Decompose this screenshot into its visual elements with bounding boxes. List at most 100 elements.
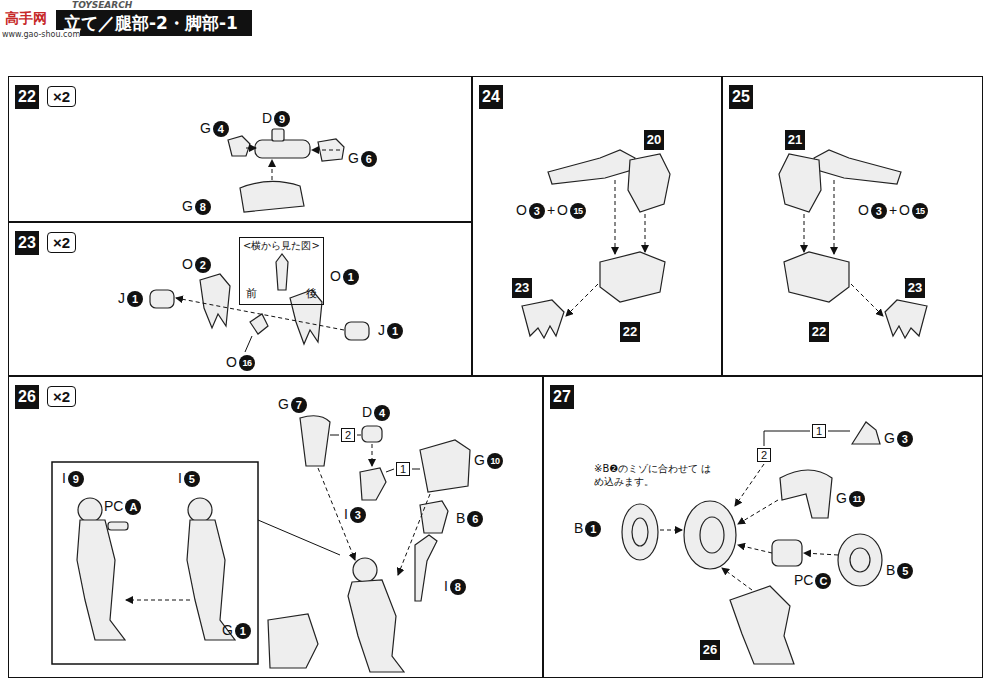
part-letter: PC: [104, 498, 123, 514]
drawing-stroke: [398, 494, 430, 575]
drawing-stroke: [738, 545, 772, 553]
watermark-url: www.gao-shou.com: [2, 30, 80, 40]
part-number: 4: [213, 121, 229, 137]
part-letter: I: [344, 506, 348, 522]
drawing-stroke: [779, 150, 927, 338]
drawing-stroke: [735, 464, 764, 506]
drawing-stroke: [150, 290, 174, 308]
watermark-logo: 高手网: [3, 10, 49, 27]
repeat-count: ×2: [47, 386, 76, 407]
subassembly-badge: 22: [620, 322, 640, 342]
drawing-stroke: [187, 520, 235, 640]
drawing-stroke: [700, 517, 724, 553]
assembly-note: ※B❷のミゾに合わせて はめ込みます。: [594, 462, 716, 488]
drawing-stroke: [108, 522, 128, 530]
drawing-stroke: [246, 148, 256, 149]
part-number: 2: [195, 257, 211, 273]
order-number: 2: [757, 448, 771, 462]
drawing-stroke: [245, 336, 252, 352]
part-letter: I: [444, 578, 448, 594]
step-panel: 26×2: [8, 376, 543, 678]
drawing-stroke: [522, 300, 564, 338]
part-letter: O: [899, 202, 910, 218]
drawing-stroke: [779, 154, 821, 212]
drawing-stroke: [622, 504, 658, 560]
part-number: 3: [350, 507, 366, 523]
assembly-arrows: [126, 148, 883, 600]
front-mark: 前: [246, 287, 257, 300]
repeat-count: ×2: [47, 86, 76, 107]
part-number: 6: [361, 151, 377, 167]
drawing-stroke: [255, 140, 310, 158]
part-letter: O: [226, 354, 237, 370]
part-number: 8: [450, 579, 466, 595]
part-number: 4: [374, 405, 390, 421]
side-view-box: <横から見た図>前後: [239, 237, 324, 305]
part-number: 9: [68, 471, 84, 487]
drawing-stroke: [348, 580, 404, 672]
part-number: 15: [912, 203, 928, 219]
drawing-stroke: [684, 501, 736, 569]
step-panel: 25: [722, 76, 983, 376]
part-letter: J: [378, 322, 385, 338]
subassembly-badge: 23: [905, 278, 925, 298]
part-number: 3: [529, 203, 545, 219]
drawing-stroke: [372, 444, 373, 466]
part-letter: J: [118, 290, 125, 306]
subassembly-badge: 20: [644, 130, 664, 150]
drawing-stroke: [345, 322, 369, 340]
part-drawing: [77, 129, 927, 672]
drawing-stroke: [330, 435, 339, 436]
part-number: 6: [467, 511, 483, 527]
step-panel: 27: [543, 376, 983, 678]
leader-lines: [245, 336, 850, 555]
step-number: 26: [15, 385, 39, 409]
part-letter: O: [516, 202, 527, 218]
subassembly-badge: 26: [700, 640, 720, 660]
drawing-stroke: [176, 298, 344, 330]
part-number: 1: [127, 291, 143, 307]
part-letter: B: [456, 510, 465, 526]
part-number: 10: [487, 453, 503, 469]
part-number: C: [815, 573, 831, 589]
part-number: 3: [897, 431, 913, 447]
watermark: TOYSEARCH: [70, 0, 134, 10]
part-number: 3: [871, 203, 887, 219]
drawing-stroke: [730, 586, 794, 664]
drawing-stroke: [362, 426, 382, 442]
part-number: 8: [195, 199, 211, 215]
part-letter: G: [884, 430, 895, 446]
step-number: 25: [729, 85, 753, 109]
part-number: 15: [570, 203, 586, 219]
part-letter: O: [182, 256, 193, 272]
order-number: 2: [341, 428, 355, 442]
drawing-stroke: [415, 535, 437, 601]
step-number: 27: [550, 385, 574, 409]
drawing-stroke: [420, 501, 448, 533]
drawing-stroke: [885, 300, 927, 338]
part-number: 5: [897, 563, 913, 579]
subassembly-badge: 22: [809, 322, 829, 342]
drawing-stroke: [828, 431, 850, 432]
part-letter: G: [278, 396, 289, 412]
drawing-stroke: [615, 180, 616, 254]
drawing-stroke: [258, 520, 340, 555]
drawing-stroke: [660, 530, 682, 531]
drawing-stroke: [834, 180, 835, 254]
step-number: 24: [479, 85, 503, 109]
drawing-stroke: [852, 422, 880, 444]
order-number: 1: [396, 462, 410, 476]
drawing-stroke: [188, 498, 212, 522]
drawing-stroke: [386, 469, 394, 472]
drawing-stroke: [628, 154, 670, 212]
part-letter: G: [222, 622, 233, 638]
drawing-stroke: [126, 600, 190, 601]
step-number: 22: [15, 85, 39, 109]
drawing-stroke: [250, 314, 268, 334]
back-mark: 後: [306, 287, 317, 300]
drawing-stroke: [600, 252, 665, 302]
part-letter: G: [836, 490, 847, 506]
step-panel: 23×2<横から見た図>前後: [8, 222, 472, 376]
part-letter: I: [62, 470, 66, 486]
drawing-stroke: [838, 534, 882, 586]
